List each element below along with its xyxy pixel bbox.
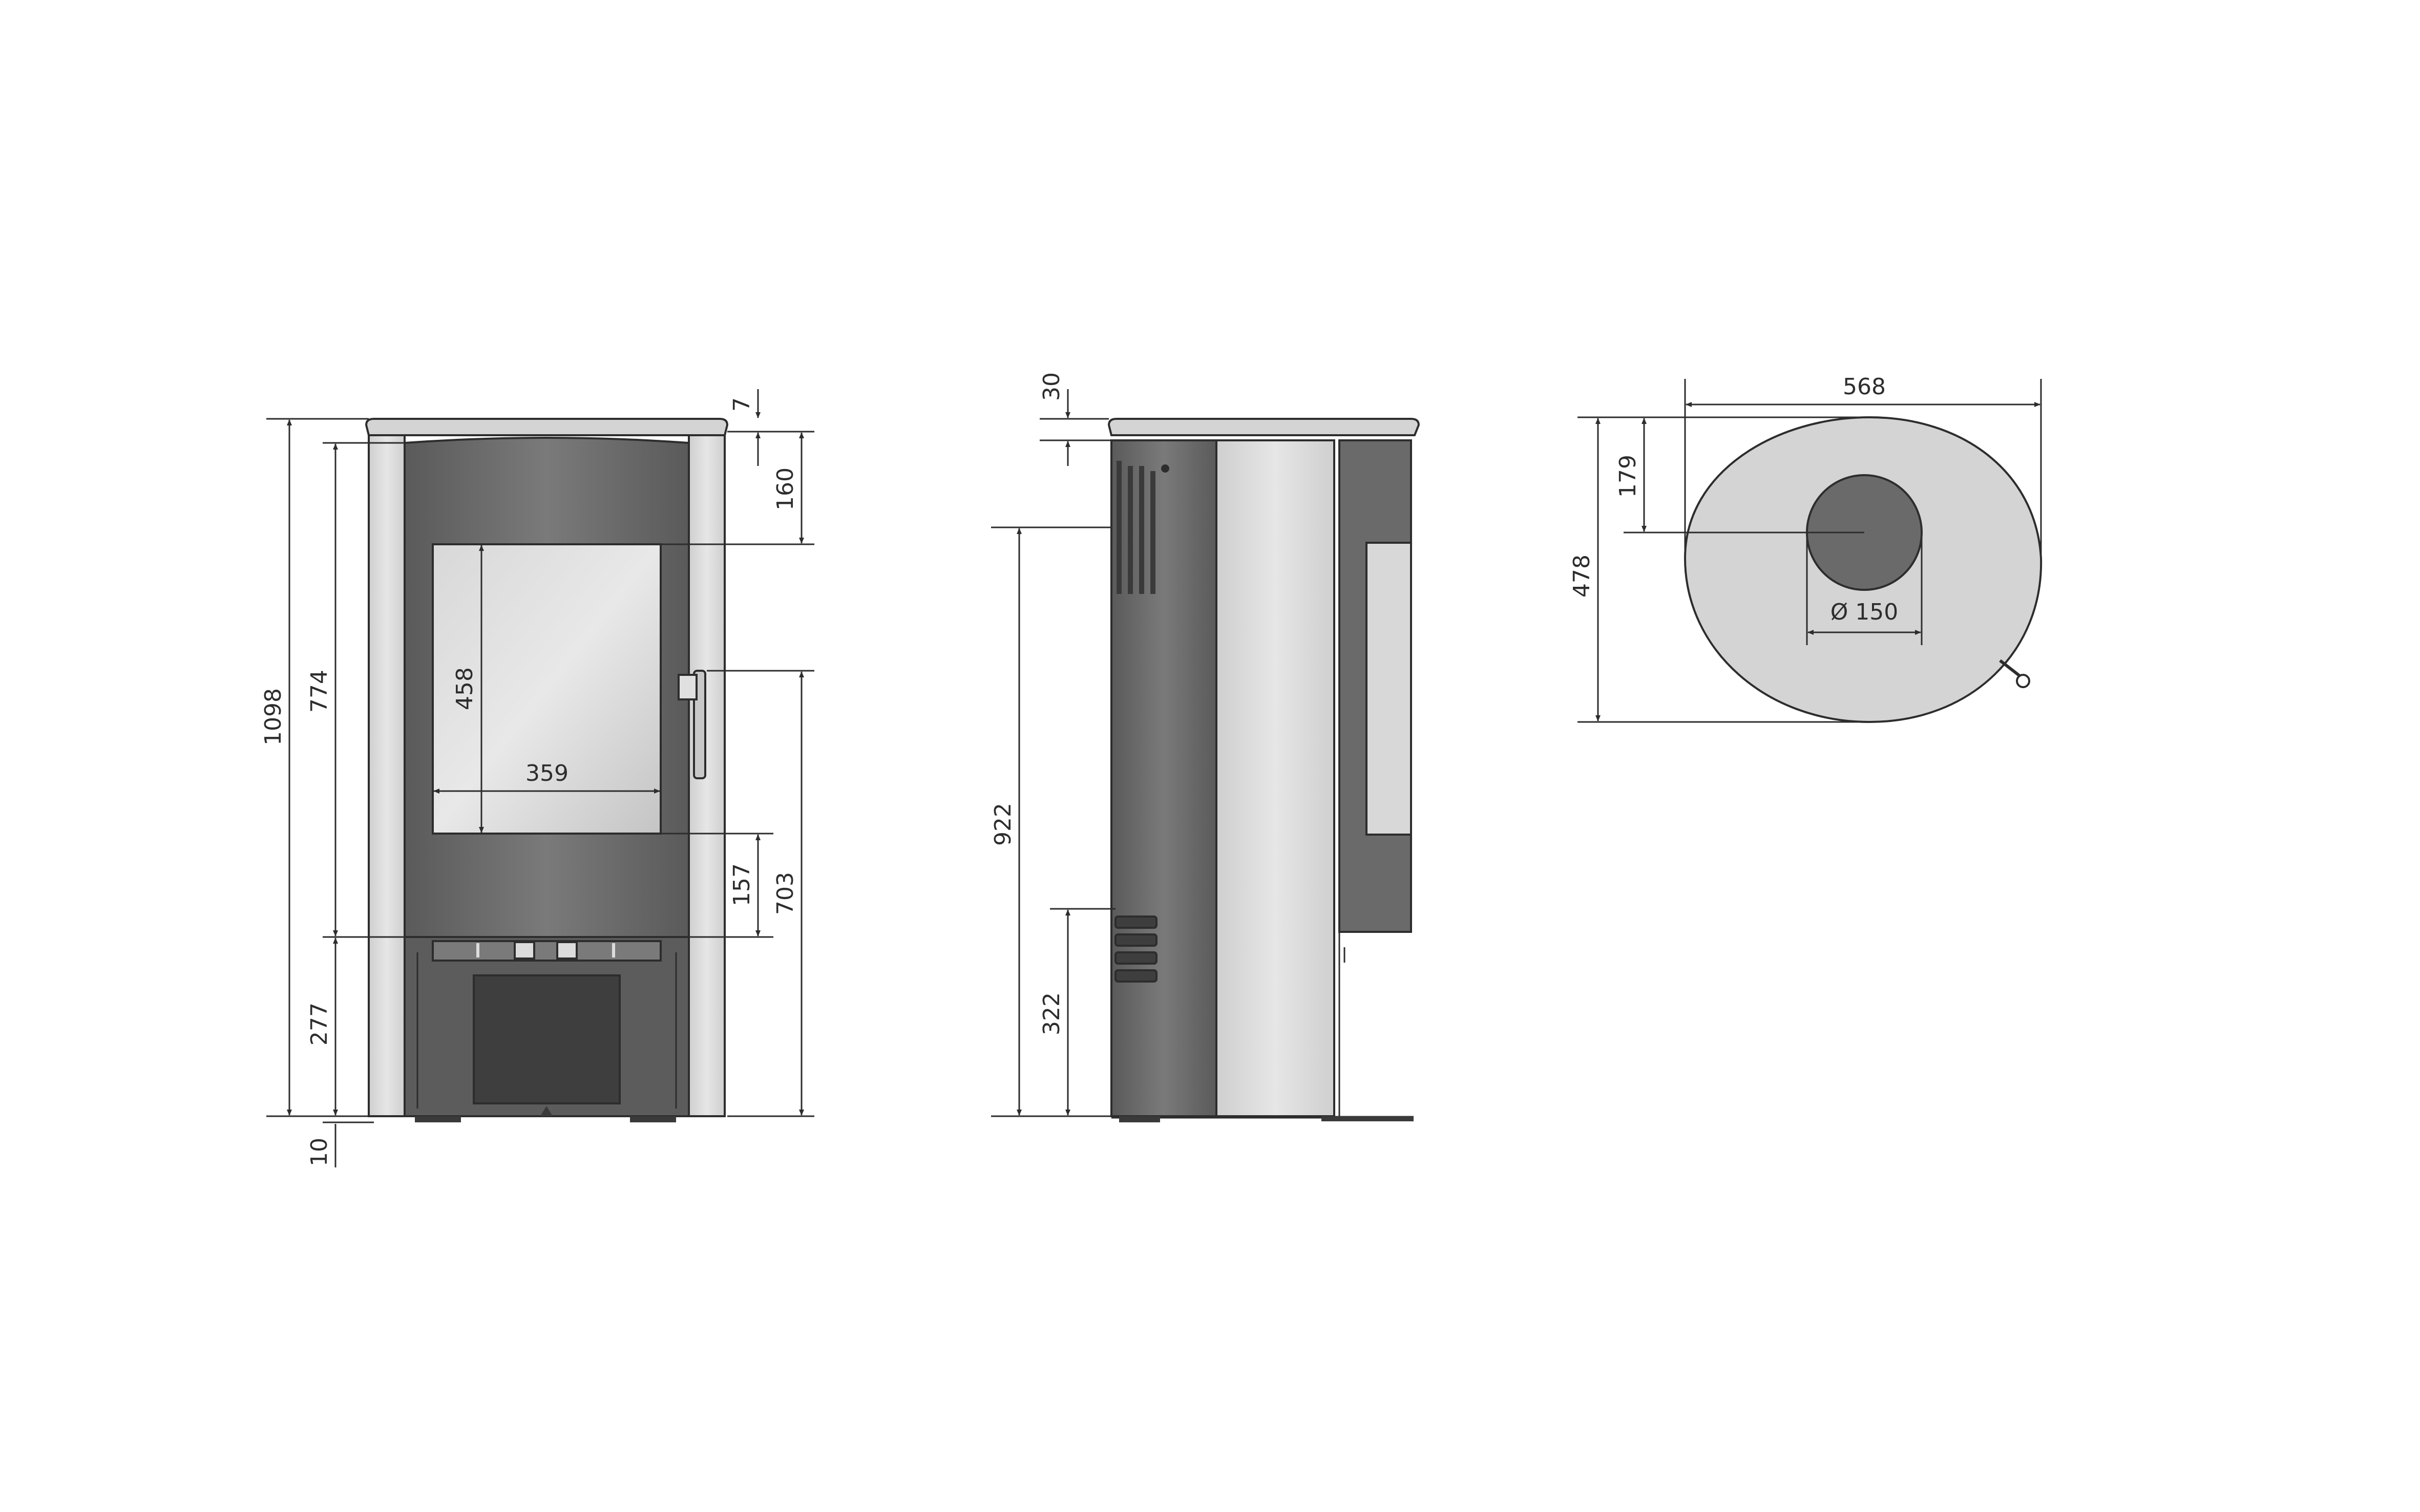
side-lower-vents: [1114, 915, 1158, 983]
dim-glass-bottom-to-base: 157: [661, 833, 773, 938]
dim-top-to-glass: 160: [661, 432, 814, 545]
dim-base-height: 277: [306, 938, 338, 1116]
front-left-side-panel: [368, 434, 406, 1117]
front-top-plate: [365, 418, 729, 436]
dim-body-height: 774: [306, 442, 405, 938]
dim-label-7: 7: [729, 397, 755, 412]
base-control-knobs: [476, 941, 615, 960]
front-ashpan-door: [473, 974, 621, 1104]
dim-label-458: 458: [452, 667, 478, 710]
door-handle-mount: [678, 674, 698, 700]
dim-label-922: 922: [990, 803, 1016, 846]
dim-top-plate: 7: [727, 389, 814, 466]
dim-label-157: 157: [729, 863, 755, 906]
side-foot-right: [1321, 1116, 1414, 1121]
front-center-foot: [540, 1106, 553, 1116]
dim-glass-width: 359: [433, 760, 660, 794]
dim-label-277: 277: [306, 1003, 332, 1046]
front-base-control-strip: [432, 940, 662, 962]
dim-side-top-plate: 30: [1039, 372, 1111, 466]
dim-flue-diameter: Ø 150: [1806, 533, 1923, 645]
dim-label-10: 10: [306, 1138, 332, 1166]
side-upper-vents: [1117, 461, 1169, 594]
side-cladding-panel: [1215, 439, 1335, 1117]
front-view: 1098 774 277 10 458 359: [260, 389, 814, 1167]
dim-flue-offset: 179: [1615, 418, 1864, 534]
side-top-plate: [1107, 418, 1420, 436]
dim-label-568: 568: [1843, 374, 1886, 400]
side-door-glass-edge: [1365, 542, 1412, 836]
dim-label-478: 478: [1569, 555, 1595, 598]
dim-foot-height: 10: [306, 1121, 374, 1167]
side-foot-left: [1119, 1116, 1160, 1122]
dim-label-1098: 1098: [260, 688, 286, 746]
dim-label-179: 179: [1615, 455, 1641, 498]
dim-total-height: 1098: [260, 418, 374, 1117]
front-left-foot: [415, 1116, 461, 1122]
top-view: 568 478 179 Ø 150: [1569, 374, 2043, 723]
dim-label-774: 774: [306, 670, 332, 713]
dim-label-160: 160: [772, 467, 798, 510]
dim-top-width: 568: [1684, 374, 2042, 558]
dim-glass-height: 458: [452, 545, 484, 833]
dim-handle-height: 703: [707, 670, 814, 1117]
dim-upper-vent-height: 922: [990, 526, 1111, 1117]
front-right-foot: [630, 1116, 676, 1122]
dim-top-depth: 478: [1569, 416, 1869, 723]
dim-label-703: 703: [772, 872, 798, 915]
front-door-glass: [432, 543, 662, 835]
dim-label-30: 30: [1039, 372, 1065, 401]
side-rear-body: [1110, 439, 1217, 1117]
dim-label-359: 359: [525, 760, 569, 786]
side-view: 30 922 322: [990, 372, 1420, 1122]
dim-label-150: Ø 150: [1830, 599, 1899, 625]
top-view-handle: [1999, 659, 2030, 688]
dim-label-322: 322: [1039, 992, 1065, 1035]
dim-lower-vent-height: 322: [1039, 908, 1116, 1116]
